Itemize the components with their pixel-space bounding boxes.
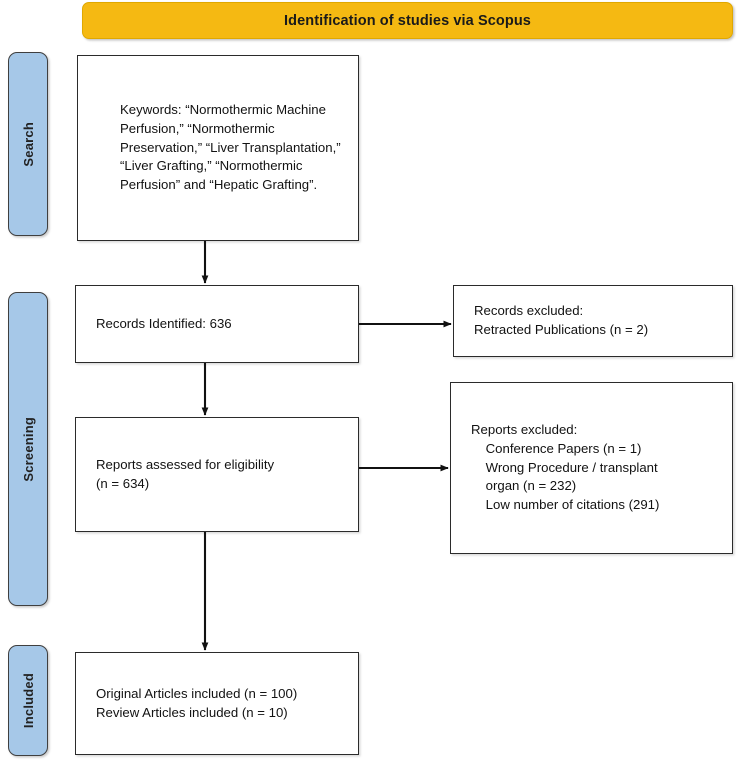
box-records-identified: Records Identified: 636 [75,285,359,363]
phase-banner-identification: Identification of studies via Scopus [82,2,733,39]
box-records-identified-text: Records Identified: 636 [96,315,232,331]
phase-banner-label: Identification of studies via Scopus [284,12,531,29]
box-included-articles: Original Articles included (n = 100) Rev… [75,652,359,755]
stage-bar-screening: Screening [8,292,48,606]
box-records-excluded: Records excluded: Retracted Publications… [453,285,733,357]
stage-bar-label-included: Included [20,672,36,729]
box-keywords: Keywords: “Normothermic Machine Perfusio… [77,55,359,241]
box-reports-assessed-text: Reports assessed for eligibility (n = 63… [96,456,275,491]
stage-bar-label-search: Search [20,121,36,167]
stage-bar-label-screening: Screening [20,416,36,482]
box-reports-excluded-text: Reports excluded: Conference Papers (n =… [471,422,660,513]
stage-bar-search: Search [8,52,48,236]
stage-bar-included: Included [8,645,48,756]
box-records-excluded-text: Records excluded: Retracted Publications… [474,303,649,337]
box-keywords-text: Keywords: “Normothermic Machine Perfusio… [120,102,341,193]
box-reports-excluded: Reports excluded: Conference Papers (n =… [450,382,733,554]
box-reports-assessed: Reports assessed for eligibility (n = 63… [75,417,359,532]
box-included-articles-text: Original Articles included (n = 100) Rev… [96,685,298,720]
